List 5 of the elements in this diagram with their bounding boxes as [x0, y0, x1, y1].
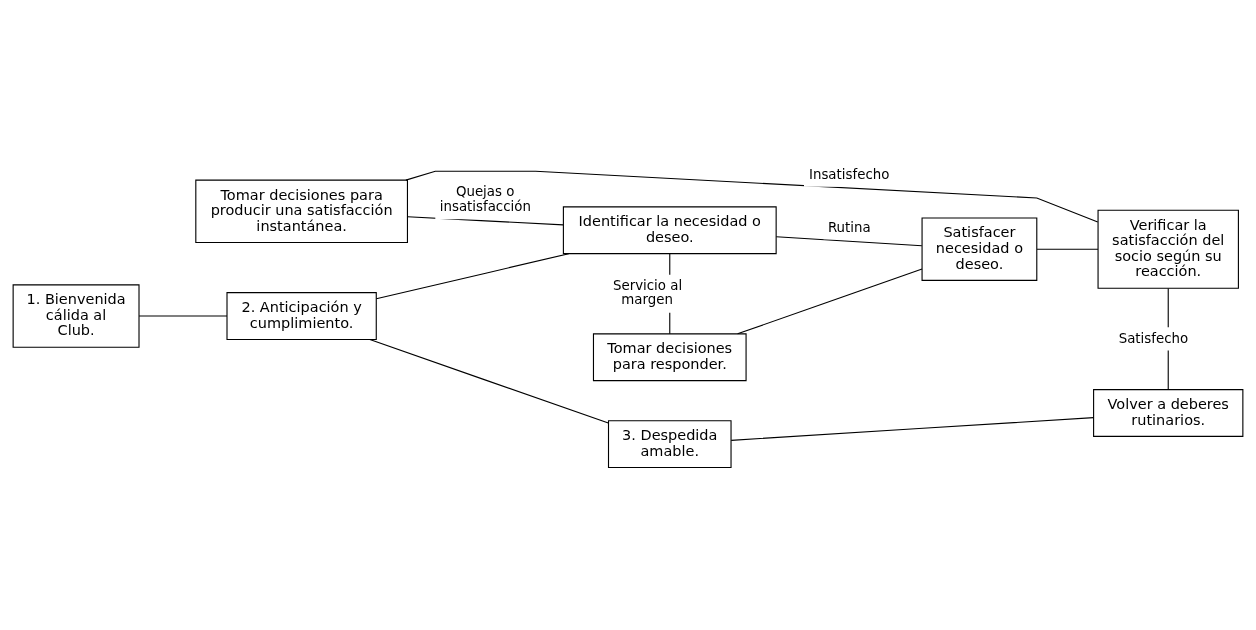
edge-label: Servicio al margen: [612, 277, 683, 307]
edge-label: Quejas o insatisfacción: [439, 183, 531, 214]
edge-label: Insatisfecho: [809, 166, 890, 182]
edge-label: Satisfecho: [1118, 330, 1189, 346]
edge-label: Rutina: [827, 219, 871, 235]
